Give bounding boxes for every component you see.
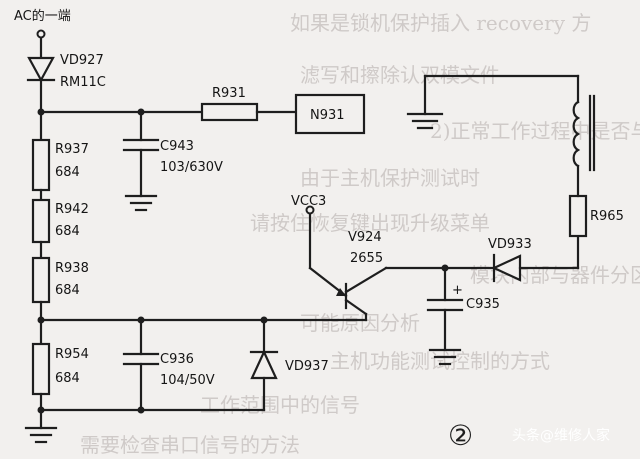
figure-number: ② [448, 419, 473, 452]
inductor-coil [572, 100, 581, 168]
r954-label: R954 [55, 347, 89, 362]
c936-value: 104/50V [160, 373, 215, 388]
ground-icon [24, 426, 58, 444]
rm11c-label: RM11C [60, 75, 106, 90]
diode-vd927 [26, 56, 56, 83]
resistor-r942 [31, 198, 51, 244]
transistor-v924-emitter [344, 298, 368, 316]
transformer-winding [572, 94, 596, 172]
ac-input-label: AC的一端 [14, 8, 71, 24]
junction-dot [37, 406, 45, 414]
r937-value: 684 [55, 165, 80, 180]
r937-label: R937 [55, 142, 89, 157]
c935-plus-sign: + [452, 283, 463, 298]
resistor-r937 [31, 138, 51, 192]
c943-value: 103/630V [160, 160, 223, 175]
r938-label: R938 [55, 261, 89, 276]
ground-icon [406, 112, 444, 130]
watermark-text: 头条@维修人家 [512, 427, 610, 444]
resistor-r931 [200, 102, 259, 122]
resistor-r938 [31, 256, 51, 304]
v924-value: 2655 [350, 251, 383, 266]
bleed-line: 可能原因分析 [300, 311, 420, 335]
ground-icon [428, 348, 462, 366]
diode-vd937-body [250, 349, 278, 380]
r942-label: R942 [55, 202, 89, 217]
r938-value: 684 [55, 283, 80, 298]
diode-vd927-body [27, 56, 55, 83]
n931-label: N931 [310, 108, 345, 123]
junction-dot [137, 406, 145, 414]
vd933-label: VD933 [488, 237, 532, 252]
ground-icon [124, 194, 158, 212]
r931-label: R931 [212, 86, 246, 101]
c943-label: C943 [160, 139, 194, 154]
bleed-line: 2)正常工作过程中是否与开关同步 [430, 119, 640, 143]
vcc3-label: VCC3 [291, 194, 326, 209]
r965-label: R965 [590, 209, 624, 224]
block-n931 [294, 93, 366, 135]
bleed-line: 由于主机保护测试时 [300, 166, 480, 190]
transistor-v924-arrow [336, 288, 346, 296]
ac-input-terminal [36, 29, 46, 39]
bleed-line: 主机功能测试控制的方式 [330, 349, 550, 373]
v924-label: V924 [348, 230, 382, 245]
vd927-label: VD927 [60, 53, 104, 68]
r942-value: 684 [55, 224, 80, 239]
bleed-line: 如果是锁机保护插入 recovery 方 [290, 11, 591, 35]
bleed-line: 需要检查串口信号的方法 [80, 433, 300, 457]
diode-vd937 [249, 349, 279, 380]
bleed-line: 工作范围中的信号 [200, 393, 360, 417]
r954-value: 684 [55, 371, 80, 386]
transistor-v924 [336, 266, 388, 316]
vd937-label: VD937 [285, 359, 329, 374]
bleed-line: 请按住恢复键出现升级菜单 [250, 211, 490, 235]
bleed-through-layer: 如果是锁机保护插入 recovery 方 滤写和擦除认双模文件 2)正常工作过程… [80, 11, 640, 457]
transistor-v924-collector [344, 266, 388, 294]
c935-label: C935 [466, 297, 500, 312]
resistor-r965 [568, 194, 588, 238]
c936-label: C936 [160, 352, 194, 367]
resistor-r954 [31, 342, 51, 396]
